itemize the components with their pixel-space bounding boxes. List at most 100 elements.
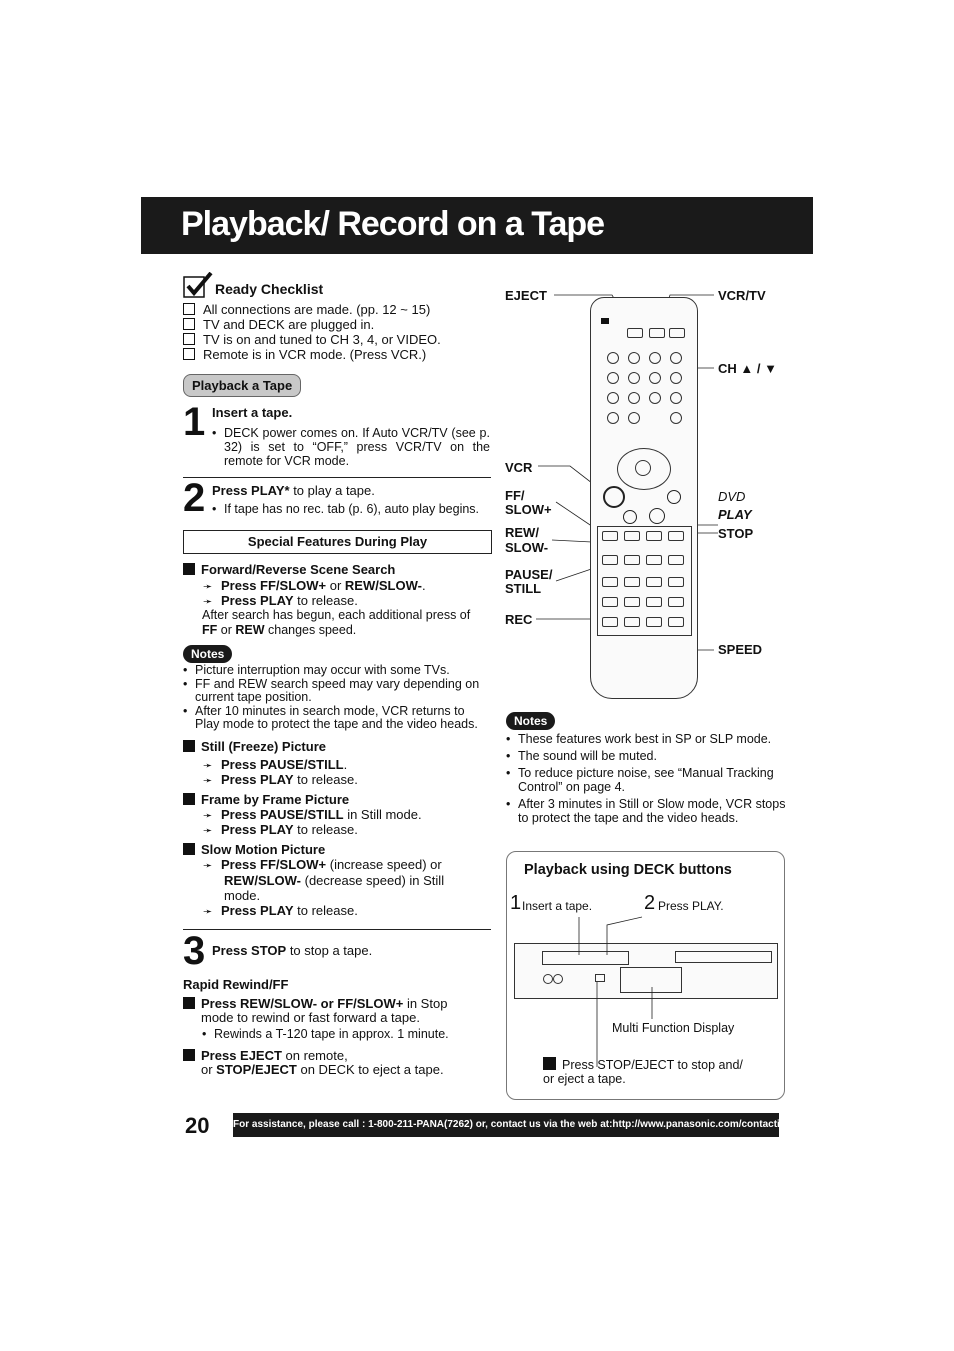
page-number: 20 xyxy=(185,1113,210,1138)
fwd-title: Forward/Reverse Scene Search xyxy=(183,562,395,577)
deck-illustration xyxy=(514,943,778,999)
disc-tray xyxy=(675,951,772,963)
notes-list: Picture interruption may occur with some… xyxy=(183,663,490,732)
list-item: The sound will be muted. xyxy=(506,749,786,763)
label-pause-2: STILL xyxy=(505,581,542,596)
button-icon xyxy=(624,577,640,587)
label-ch: CH ▲ / ▼ xyxy=(718,361,777,376)
checklist: All connections are made. (pp. 12 ~ 15) … xyxy=(183,302,441,362)
page-title: Playback/ Record on a Tape xyxy=(181,205,605,243)
notes-list: These features work best in SP or SLP mo… xyxy=(506,732,786,825)
dvd-button-icon xyxy=(667,490,681,504)
list-item: Rewinds a T-120 tape in approx. 1 minute… xyxy=(202,1027,449,1041)
button-icon xyxy=(624,597,640,607)
skip-fwd-icon xyxy=(668,531,684,541)
step2-notes: If tape has no rec. tab (p. 6), auto pla… xyxy=(212,502,502,516)
checklist-item: Remote is in VCR mode. (Press VCR.) xyxy=(183,347,441,362)
frame-line2: ➛Press PLAY to release. xyxy=(203,822,358,837)
step-number: 1 xyxy=(510,892,522,914)
list-item: After 10 minutes in search mode, VCR ret… xyxy=(183,704,490,732)
eject-icon xyxy=(627,328,643,338)
ch-up-icon xyxy=(670,352,682,364)
button-icon xyxy=(668,617,684,627)
button-icon xyxy=(668,555,684,565)
skip-back-icon xyxy=(646,531,662,541)
button-icon xyxy=(649,352,661,364)
button-icon xyxy=(628,352,640,364)
vcr-button-icon xyxy=(603,486,625,508)
checkbox-icon xyxy=(183,333,195,345)
frame-title: Frame by Frame Picture xyxy=(183,792,349,807)
arrow-icon: ➛ xyxy=(203,860,213,872)
list-item: Picture interruption may occur with some… xyxy=(183,663,490,678)
frame-line1: ➛Press PAUSE/STILL in Still mode. xyxy=(203,807,422,822)
rapid-title: Rapid Rewind/FF xyxy=(183,977,289,992)
step2-title: Press PLAY* to play a tape. xyxy=(212,483,375,498)
slow-line3: mode. xyxy=(224,888,261,903)
checklist-item: All connections are made. (pp. 12 ~ 15) xyxy=(183,302,441,317)
checklist-title: Ready Checklist xyxy=(215,281,324,297)
step-number: 2 xyxy=(644,892,656,914)
display-label: Multi Function Display xyxy=(612,1021,735,1035)
fwd-after: After search has begun, each additional … xyxy=(202,608,471,622)
deck-panel: Playback using DECK buttons 1 Insert a t… xyxy=(506,851,785,1100)
vcr-panel xyxy=(597,526,692,636)
slow-title: Slow Motion Picture xyxy=(183,842,325,857)
square-bullet-icon xyxy=(183,563,195,575)
checklist-item: TV and DECK are plugged in. xyxy=(183,317,441,332)
arrow-icon: ➛ xyxy=(203,596,213,608)
square-bullet-icon xyxy=(183,997,195,1009)
label-vcrtv: VCR/TV xyxy=(718,288,766,303)
vcrtv-icon xyxy=(649,328,665,338)
button-icon xyxy=(602,577,618,587)
label-ff-2: SLOW+ xyxy=(505,502,552,517)
cassette-slot xyxy=(542,951,629,965)
fwd-line1: ➛Press FF/SLOW+ or REW/SLOW-. xyxy=(203,578,426,593)
step-number: 1 xyxy=(183,400,206,444)
arrow-icon: ➛ xyxy=(203,581,213,593)
deck-stop-text: Press STOP/EJECT to stop and/ or eject a… xyxy=(543,1057,743,1086)
step3-title: Press STOP to stop a tape. xyxy=(212,943,373,958)
vol-down-icon xyxy=(670,412,682,424)
list-item: After 3 minutes in Still or Slow mode, V… xyxy=(506,797,786,825)
button-icon xyxy=(628,412,640,424)
button-icon xyxy=(649,372,661,384)
still-line2: ➛Press PLAY to release. xyxy=(203,772,358,787)
square-bullet-icon xyxy=(183,740,195,752)
section-label: Playback a Tape xyxy=(183,374,302,397)
label-rew-2: SLOW- xyxy=(505,540,549,555)
slow-line4: ➛Press PLAY to release. xyxy=(203,903,358,918)
arrow-icon: ➛ xyxy=(203,906,213,918)
label-stop: STOP xyxy=(718,526,754,541)
dpad-icon xyxy=(617,448,671,490)
checkmark-icon xyxy=(183,271,213,303)
label-eject: EJECT xyxy=(505,288,547,303)
button-icon xyxy=(628,372,640,384)
arrow-icon: ➛ xyxy=(203,775,213,787)
button-icon xyxy=(668,577,684,587)
play-icon xyxy=(649,508,665,524)
jack-icon xyxy=(543,974,553,984)
list-item: If tape has no rec. tab (p. 6), auto pla… xyxy=(212,502,502,516)
label-rew: REW/ xyxy=(505,525,539,540)
checkbox-icon xyxy=(183,318,195,330)
label-vcr: VCR xyxy=(505,460,533,475)
slow-line1: ➛Press FF/SLOW+ (increase speed) or xyxy=(203,857,442,872)
label-ff: FF/ xyxy=(505,488,525,503)
jack-icon xyxy=(553,974,563,984)
button-icon xyxy=(646,617,662,627)
fwd-after-2: FF or REW changes speed. xyxy=(202,623,357,637)
speed-icon xyxy=(624,617,640,627)
square-bullet-icon xyxy=(543,1057,556,1070)
rapid-line2: mode to rewind or fast forward a tape. xyxy=(201,1010,420,1025)
checkbox-icon xyxy=(183,348,195,360)
list-item: DECK power comes on. If Auto VCR/TV (see… xyxy=(212,426,490,468)
still-line1: ➛Press PAUSE/STILL. xyxy=(203,757,348,772)
tv-icon xyxy=(669,328,685,338)
rec-icon xyxy=(602,617,618,627)
square-bullet-icon xyxy=(183,793,195,805)
list-item: FF and REW search speed may vary dependi… xyxy=(183,677,490,705)
arrow-icon: ➛ xyxy=(203,810,213,822)
list-item: To reduce picture noise, see “Manual Tra… xyxy=(506,766,786,794)
step1-title: Insert a tape. xyxy=(212,405,293,420)
